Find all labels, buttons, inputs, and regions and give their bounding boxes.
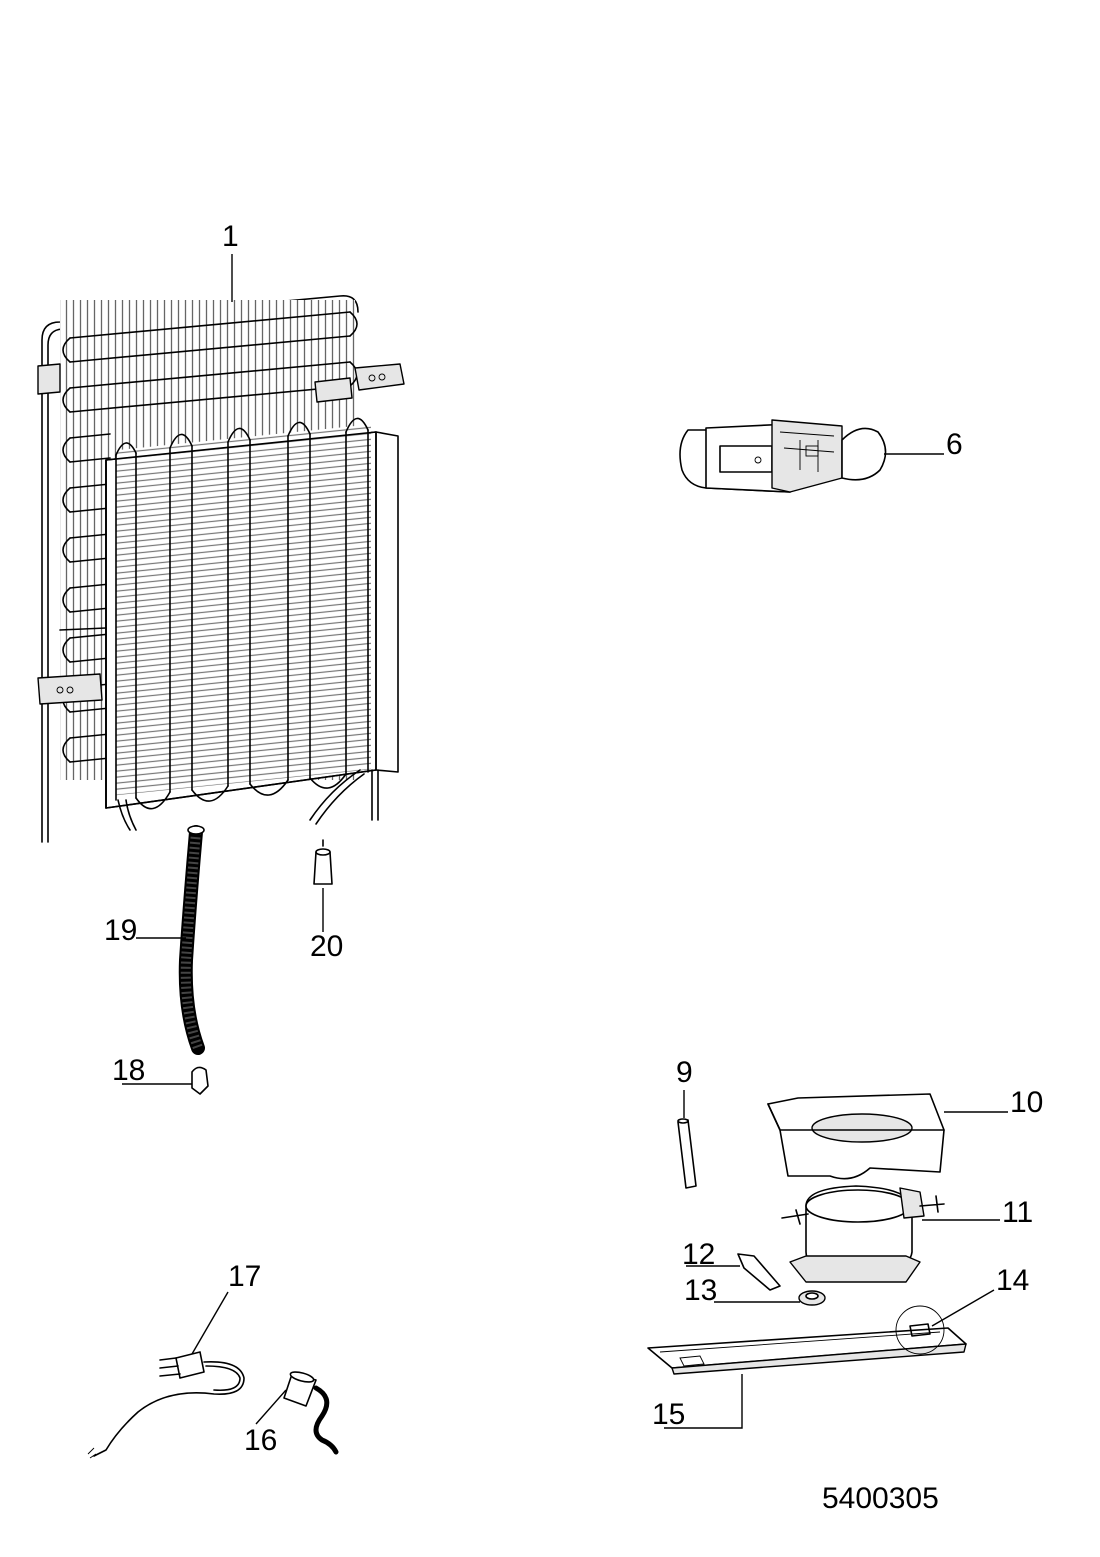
label-16: 16 [244,1424,277,1457]
condenser-bracket-bottom [37,363,103,705]
condenser-bracket-top [314,363,405,403]
compressor-part: 11 [781,1185,1033,1283]
condenser-front-tubes [115,417,369,810]
label-14: 14 [996,1264,1029,1297]
label-18: 18 [112,1054,145,1087]
clip-part: 12 [682,1238,781,1291]
drain-plug-part: 18 [112,1054,209,1095]
label-17: 17 [228,1260,261,1293]
label-20: 20 [310,930,343,963]
document-number: 5400305 [822,1482,939,1515]
base-plate-part: 15 [647,1327,967,1431]
label-6: 6 [946,428,963,461]
drain-hose-part: 19 [104,825,205,1055]
control-unit-part: 6 [679,419,963,493]
filter-drier-part: 20 [310,839,343,963]
power-cord-part: 17 [87,1260,261,1459]
label-11: 11 [1002,1196,1033,1229]
detail-14-part: 14 [895,1264,1029,1355]
grommet-part: 13 [684,1274,826,1307]
label-12: 12 [682,1238,715,1271]
capacitor-part: 16 [244,1371,339,1457]
label-19: 19 [104,914,137,947]
label-10: 10 [1010,1086,1043,1119]
label-15: 15 [652,1398,685,1431]
label-13: 13 [684,1274,717,1307]
condenser-part: 1 [37,220,405,843]
evaporation-tray-part: 10 [767,1086,1043,1180]
label-1: 1 [222,220,239,253]
label-9: 9 [676,1056,693,1089]
pin-part: 9 [676,1056,697,1189]
